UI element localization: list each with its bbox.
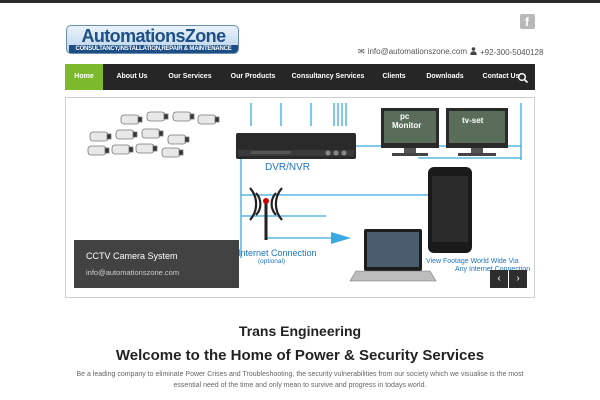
phone-text: +92-300-5040128 xyxy=(480,48,544,57)
contact-phone: +92-300-5040128 xyxy=(470,47,543,58)
dvr-box xyxy=(236,133,356,159)
diagram-label-pc: pc xyxy=(400,112,410,121)
company-heading: Trans Engineering xyxy=(238,323,362,339)
hero-slider[interactable]: pc Monitor tv-set DVR/NVR Internet Conne… xyxy=(65,97,535,298)
top-strip xyxy=(0,0,600,3)
facebook-icon[interactable]: f xyxy=(520,14,535,29)
intro-paragraph: Be a leading company to eliminate Power … xyxy=(76,371,524,389)
nav-item-downloads[interactable]: Downloads xyxy=(426,73,464,80)
site-logo[interactable]: AutomationsZone CONSULTANCY,INSTALLATION… xyxy=(66,25,239,54)
caption-subtitle: info@automationszone.com xyxy=(86,268,180,277)
diagram-label-footage-1: View Footage World Wide Via xyxy=(426,258,519,265)
caption-title: CCTV Camera System xyxy=(86,251,178,261)
welcome-heading: Welcome to the Home of Power & Security … xyxy=(115,347,485,364)
diagram-label-dvr: DVR/NVR xyxy=(265,162,311,173)
main-nav: Home About Us Our Services Our Products … xyxy=(65,64,535,90)
email-text: info@automationszone.com xyxy=(367,47,467,56)
diagram-label-tv: tv-set xyxy=(462,116,484,125)
nav-item-contact-us[interactable]: Contact Us xyxy=(482,73,520,80)
contact-email[interactable]: ✉info@automationszone.com xyxy=(358,47,467,57)
slider-prev-button[interactable]: ‹ xyxy=(490,270,508,288)
cctv-diagram xyxy=(87,103,522,282)
diagram-label-internet: Internet Connection xyxy=(238,248,317,258)
logo-tagline: CONSULTANCY,INSTALLATION,REPAIR & MAINTE… xyxy=(69,45,238,53)
camera-group xyxy=(87,111,220,158)
tv-monitor xyxy=(446,108,508,156)
nav-item-clients[interactable]: Clients xyxy=(382,73,406,80)
diagram-label-footage-2: Any Internet Connection xyxy=(455,266,530,273)
user-icon xyxy=(470,47,477,58)
pc-monitor xyxy=(381,108,439,156)
slider-next-button[interactable]: › xyxy=(509,270,527,288)
smartphone xyxy=(428,167,472,253)
nav-item-our-services[interactable]: Our Services xyxy=(168,73,212,80)
envelope-icon: ✉ xyxy=(358,47,365,56)
slide-caption: CCTV Camera System info@automationszone.… xyxy=(74,240,239,288)
search-icon[interactable] xyxy=(517,71,529,84)
logo-name: AutomationsZone xyxy=(81,26,226,46)
diagram-label-monitor: Monitor xyxy=(392,121,422,130)
diagram-label-optional: (optional) xyxy=(258,258,286,265)
wifi-antenna xyxy=(249,187,283,240)
nav-item-home[interactable]: Home xyxy=(65,64,103,90)
laptop xyxy=(349,229,437,282)
nav-item-consultancy-services[interactable]: Consultancy Services xyxy=(291,73,365,80)
nav-item-our-products[interactable]: Our Products xyxy=(230,73,276,80)
nav-item-about-us[interactable]: About Us xyxy=(116,73,148,80)
